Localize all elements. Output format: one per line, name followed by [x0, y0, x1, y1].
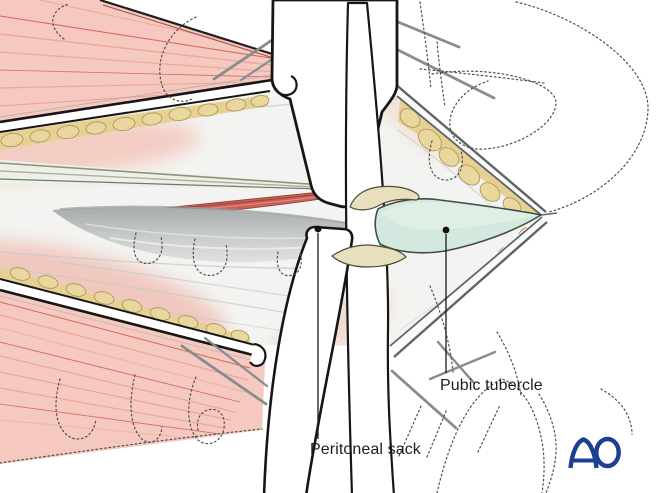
wound-opening	[0, 88, 541, 346]
ao-logo-icon	[568, 436, 621, 469]
lower-muscle-flap	[0, 290, 265, 464]
leader-line-pubic-tubercle	[442, 226, 450, 373]
fascia-layers	[0, 160, 354, 191]
wound-edge-bands	[0, 78, 558, 358]
bottom-retractor	[249, 225, 354, 493]
tan-tissue-patches	[331, 185, 420, 268]
label-peritoneal-sack: Peritoneal sack	[310, 441, 421, 458]
label-pubic-tubercle: Pubic tubercle	[440, 377, 543, 394]
bone-outline-dotted	[0, 1, 649, 493]
leader-line-peritoneal-sack	[314, 225, 322, 439]
pubic-tubercle-shape	[374, 198, 542, 254]
upper-muscle-flap	[0, 0, 287, 122]
